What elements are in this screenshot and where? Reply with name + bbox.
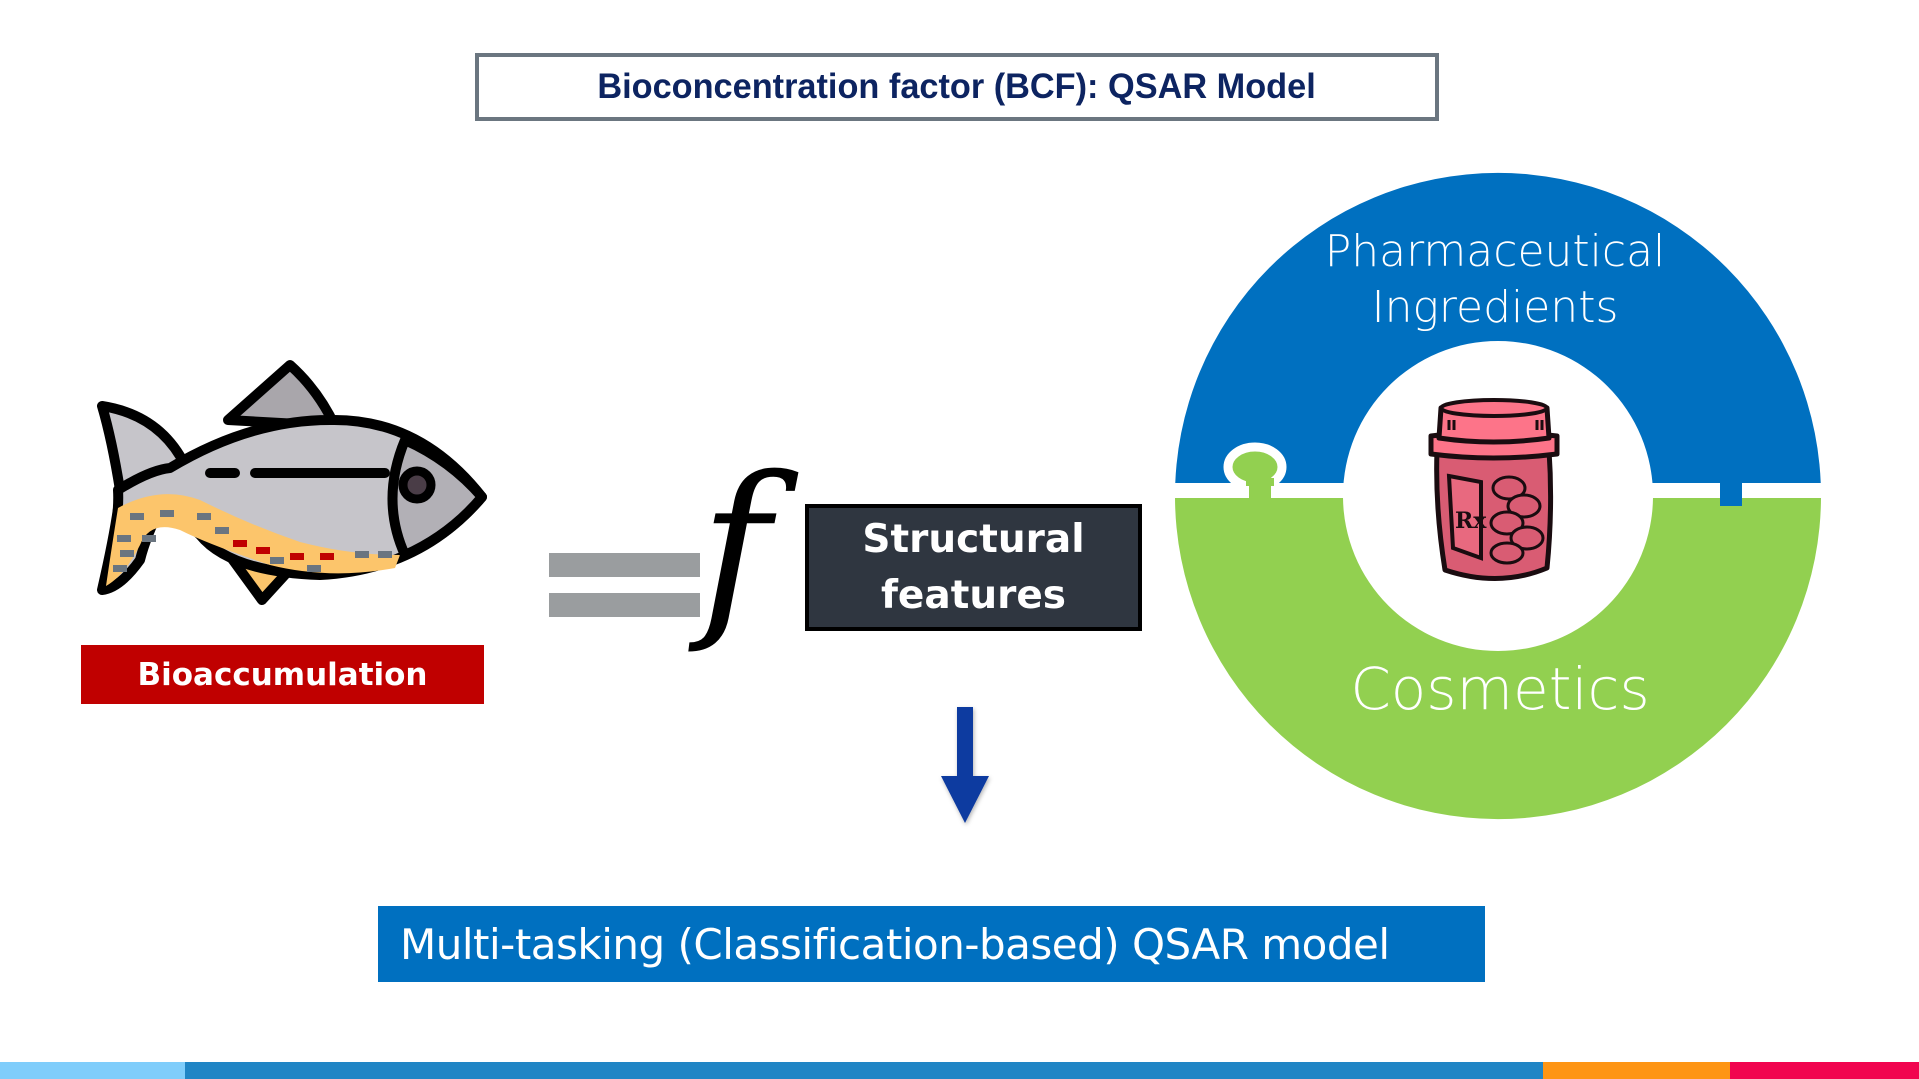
page-title: Bioconcentration factor (BCF): QSAR Mode… xyxy=(597,67,1317,106)
footer-strip-segment xyxy=(1730,1062,1919,1079)
title-box: Bioconcentration factor (BCF): QSAR Mode… xyxy=(475,53,1439,121)
result-model-box: Multi-tasking (Classification-based) QSA… xyxy=(378,906,1485,982)
structural-features-box: Structural features xyxy=(805,504,1142,631)
result-model-label: Multi-tasking (Classification-based) QSA… xyxy=(400,919,1390,969)
fish-eye xyxy=(398,466,436,504)
fish-belly-fat xyxy=(106,494,400,586)
structural-line-1: Structural xyxy=(862,516,1085,562)
footer-strip-segment xyxy=(1543,1062,1730,1079)
footer-color-strip xyxy=(0,1062,1919,1079)
pharmaceutical-label-line-1: Pharmaceutical xyxy=(1324,226,1666,277)
equals-icon-bottom-bar xyxy=(549,593,700,617)
bioaccumulation-label: Bioaccumulation xyxy=(81,645,484,704)
fish-particles xyxy=(113,510,392,572)
footer-strip-segment xyxy=(0,1062,185,1079)
pill-bottle-icon: Rx xyxy=(1428,398,1560,582)
equals-icon-top-bar xyxy=(549,553,700,577)
fish-icon xyxy=(97,360,487,605)
svg-text:Rx: Rx xyxy=(1455,508,1487,534)
puzzle-ring: Rx xyxy=(1175,173,1825,819)
cosmetics-label: Cosmetics xyxy=(1350,655,1650,723)
down-arrow-icon xyxy=(941,707,989,823)
pharmaceutical-label-line-2: Ingredients xyxy=(1371,282,1619,333)
puzzle-piece-cosmetics xyxy=(1175,442,1821,819)
function-symbol: f xyxy=(700,436,771,657)
structural-line-2: features xyxy=(880,572,1067,618)
footer-strip-segment xyxy=(185,1062,1543,1079)
